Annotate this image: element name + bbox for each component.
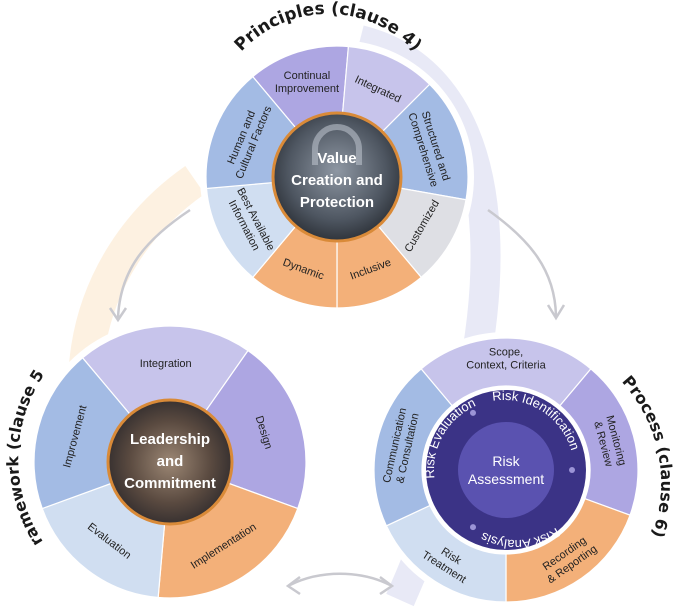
- hands-photo: [106, 398, 234, 526]
- arrowhead-right: [379, 576, 395, 596]
- ring-separator-dot: [569, 467, 575, 473]
- ring-separator-dot: [470, 409, 476, 416]
- process-label-scope-line: Context, Criteria: [466, 360, 546, 372]
- framework-label-integration: Integration: [140, 358, 192, 370]
- risk-assessment-core: [458, 422, 554, 518]
- framework-label-integration-line: Integration: [140, 358, 192, 370]
- cycle-arrows: [108, 208, 566, 596]
- process-label-scope-line: Scope,: [489, 346, 523, 358]
- process-label-scope: Scope, Context, Criteria: [466, 346, 546, 371]
- principles-center-line: Value: [317, 150, 356, 167]
- ring-separator-dot: [470, 524, 476, 531]
- arrowhead-framework: [108, 307, 128, 323]
- framework-center-line: and: [157, 453, 184, 470]
- principles-center-line: Protection: [300, 194, 374, 211]
- principles-center-line: Creation and: [291, 172, 383, 189]
- framework-center-line: Leadership: [130, 431, 210, 448]
- arrowhead-process: [546, 304, 566, 321]
- process-center-line: Risk: [492, 453, 520, 469]
- arrowhead-left: [285, 576, 301, 596]
- framework-circle: IntegrationDesignImplementationEvaluatio…: [28, 320, 312, 604]
- process-segment-communication: [373, 368, 453, 527]
- process-center-line: Assessment: [468, 471, 544, 487]
- principles-label-continual-improvement-line: Continual: [284, 70, 330, 82]
- framework-center-line: Commitment: [124, 475, 216, 492]
- arrow-principles-to-process: [487, 208, 558, 317]
- arrow-framework-process: [289, 572, 391, 587]
- lock-photo: [271, 111, 403, 243]
- principles-label-continual-improvement-line: Improvement: [275, 83, 339, 95]
- arrow-principles-to-framework: [116, 208, 191, 319]
- padlock-icon: [312, 124, 362, 165]
